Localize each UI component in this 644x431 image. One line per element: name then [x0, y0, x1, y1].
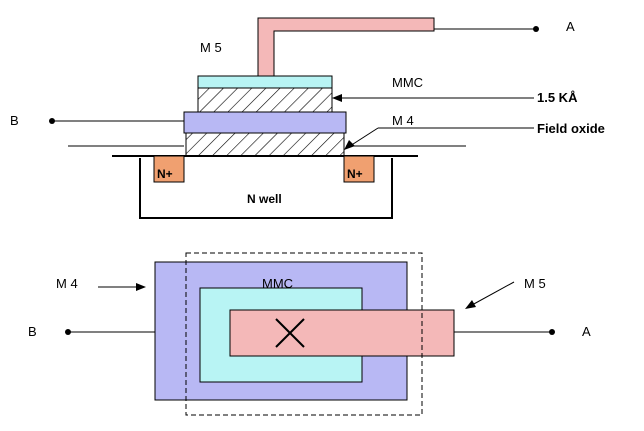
thickness-pointer-arrow — [332, 94, 342, 102]
m5-label-bottom: M 5 — [524, 276, 546, 291]
m5-trace — [257, 17, 435, 77]
node-a-top-label: A — [566, 19, 575, 34]
field-oxide-label: Field oxide — [537, 121, 605, 136]
m5-pointer-arrow — [465, 300, 476, 309]
field-oxide-layer — [185, 132, 345, 157]
node-b-bottom-label: B — [28, 324, 37, 339]
cross-section-view: N well N+ N+ A B M 5 MMC M 4 1.5 — [10, 17, 605, 219]
m5-plate — [197, 75, 333, 89]
m4-label-top: M 4 — [392, 113, 414, 128]
field-oxide-pointer-diag — [349, 127, 379, 147]
m5-pointer-line — [471, 281, 515, 306]
n-plus-right-label: N+ — [347, 167, 363, 181]
mmc-label-bottom: MMC — [262, 276, 293, 291]
mmc-dielectric-layer — [197, 87, 333, 113]
node-a-bottom-label: A — [582, 324, 591, 339]
thickness-label: 1.5 KÅ — [537, 90, 578, 105]
m4-plate — [183, 111, 347, 134]
m4-pointer-arrow — [136, 283, 146, 291]
m5-plate-top-view — [229, 309, 455, 357]
mmc-label-top: MMC — [392, 75, 423, 90]
top-view: B A M 4 MMC M 5 — [28, 252, 591, 416]
n-plus-left — [153, 155, 185, 183]
dashed-outline — [185, 252, 423, 416]
m5-label-top: M 5 — [200, 40, 222, 55]
n-plus-right — [343, 155, 375, 183]
node-b-bottom-dot — [65, 329, 71, 335]
node-a-bottom-dot — [549, 329, 555, 335]
field-oxide-pointer-arrow — [344, 140, 355, 150]
node-b-top-dot — [49, 118, 55, 124]
n-plus-left-label: N+ — [157, 167, 173, 181]
n-well — [139, 158, 393, 219]
node-b-top-label: B — [10, 113, 19, 128]
via-mark-stroke-2 — [275, 318, 305, 348]
n-well-label: N well — [247, 192, 282, 206]
node-a-top-dot — [533, 26, 539, 32]
m4-label-bottom: M 4 — [56, 276, 78, 291]
